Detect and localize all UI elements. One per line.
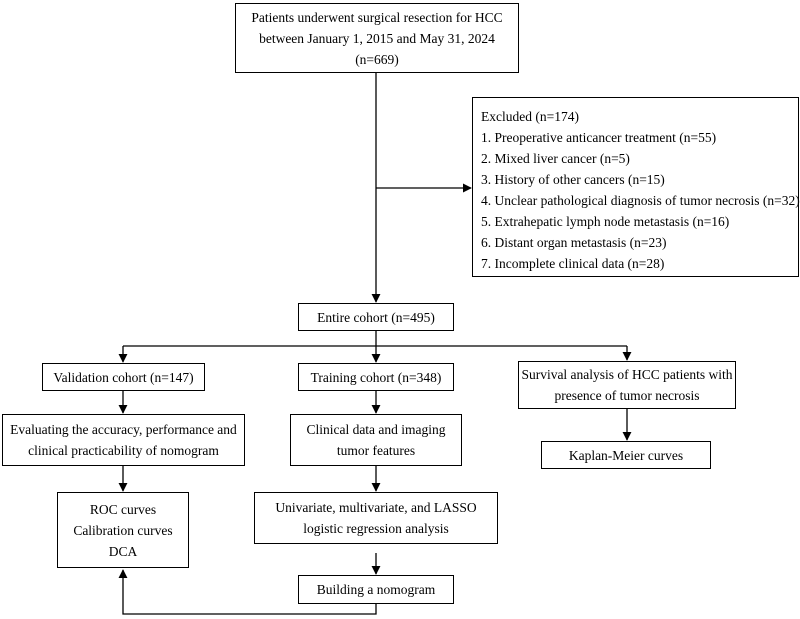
box-clinical-data: Clinical data and imaging tumor features [290,414,462,466]
roc-line-2: Calibration curves [73,522,173,538]
box-entire-cohort: Entire cohort (n=495) [298,303,454,331]
line-1: Patients underwent surgical resection fo… [251,9,503,25]
nomogram-label: Building a nomogram [316,582,436,597]
survival-line-1: Survival analysis of HCC patients with [521,367,733,382]
box-survival-analysis: Survival analysis of HCC patients with p… [518,361,736,409]
regression-line-1: Univariate, multivariate, and LASSO [275,500,477,515]
excluded-title: Excluded (n=174) [481,109,579,124]
excluded-item-1: 1. Preoperative anticancer treatment (n=… [481,130,717,145]
box-training-cohort: Training cohort (n=348) [298,363,454,391]
entire-label: Entire cohort (n=495) [317,309,435,325]
box-excluded: Excluded (n=174) 1. Preoperative antican… [472,97,800,277]
line-3: (n=669) [355,51,399,67]
box-roc-curves: ROC curves Calibration curves DCA [57,492,189,568]
box-validation-cohort: Validation cohort (n=147) [42,363,205,391]
evaluating-line-2: clinical practicability of nomogram [28,443,219,458]
excluded-item-6: 6. Distant organ metastasis (n=23) [481,235,667,250]
box-building-nomogram: Building a nomogram [298,575,454,604]
training-label: Training cohort (n=348) [310,369,442,385]
arrow-nomogram-to-roc [118,569,377,615]
excluded-item-2: 2. Mixed liver cancer (n=5) [481,151,630,166]
excluded-item-4: 4. Unclear pathological diagnosis of tum… [481,193,800,208]
box-evaluating: Evaluating the accuracy, performance and… [2,414,245,466]
survival-line-2: presence of tumor necrosis [554,388,700,403]
line-2: between January 1, 2015 and May 31, 2024 [259,30,495,46]
clinical-line-2: tumor features [336,443,416,458]
kaplan-label: Kaplan-Meier curves [568,447,684,463]
roc-line-1: ROC curves [89,501,157,517]
box-regression-analysis: Univariate, multivariate, and LASSO logi… [254,492,498,544]
box-kaplan-meier: Kaplan-Meier curves [541,441,711,469]
clinical-line-1: Clinical data and imaging [306,422,446,437]
excluded-item-5: 5. Extrahepatic lymph node metastasis (n… [481,214,730,229]
roc-line-3: DCA [108,543,138,559]
regression-line-2: logistic regression analysis [303,521,449,536]
box-patients-resection: Patients underwent surgical resection fo… [235,3,519,73]
excluded-item-7: 7. Incomplete clinical data (n=28) [481,256,665,271]
validation-label: Validation cohort (n=147) [53,369,194,385]
excluded-item-3: 3. History of other cancers (n=15) [481,172,665,187]
evaluating-line-1: Evaluating the accuracy, performance and [10,422,237,437]
